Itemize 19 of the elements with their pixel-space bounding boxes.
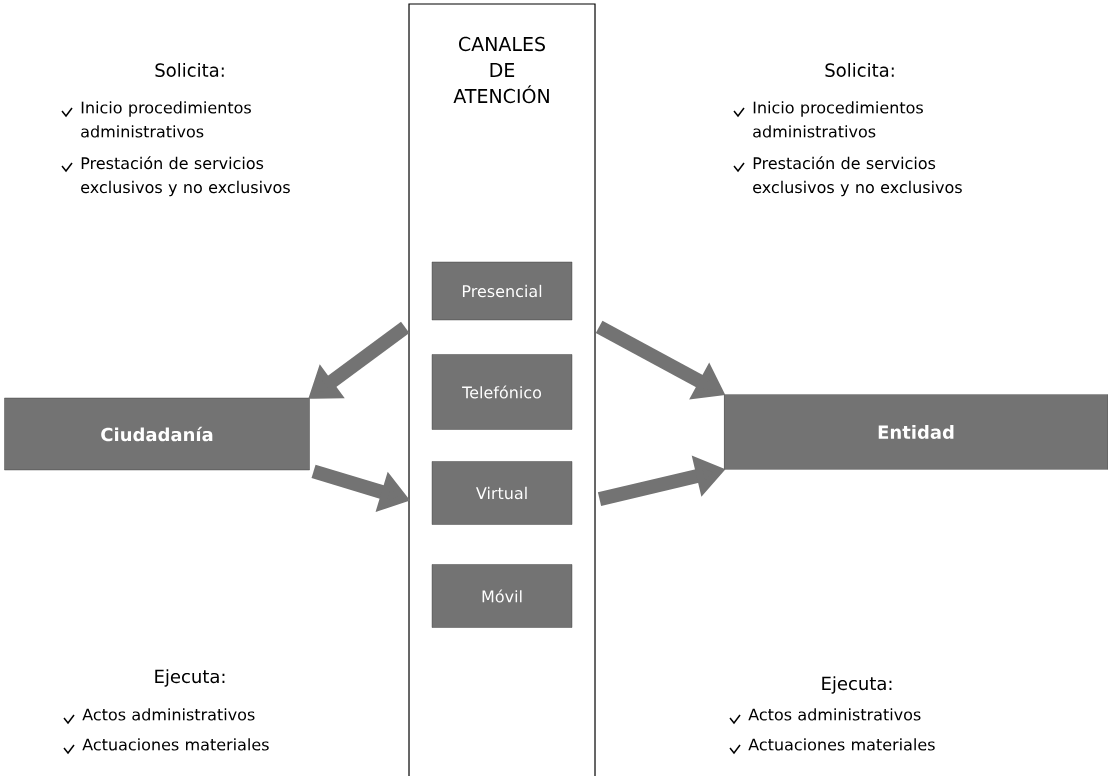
column-heading: CANALES DE ATENCIÓN (453, 36, 549, 104)
actor-box: Ciudadanía (4, 397, 310, 471)
list-item: Actos administrativos (748, 708, 921, 721)
section-heading: Solicita: (825, 63, 894, 77)
list-item: Inicio procedimientos administrativos (81, 101, 251, 138)
list-item: Prestación de servicios exclusivos y no exclusivos (81, 156, 290, 197)
section-heading: Ejecuta: (822, 676, 892, 694)
channel-box: Presencial (431, 261, 573, 321)
list-item: Inicio procedimientos administrativos (753, 101, 923, 138)
list-item: Prestación de servicios exclusivos y no exclusivos (753, 156, 962, 197)
section-heading: Ejecuta: (155, 669, 225, 687)
channel-box: Virtual (431, 461, 573, 525)
list-item: Actos administrativos (82, 708, 255, 721)
list-item: Actuaciones materiales (748, 738, 935, 751)
list-item: Actuaciones materiales (82, 738, 269, 751)
section-heading: Solicita: (155, 63, 224, 77)
channel-box: Telefónico (431, 354, 573, 430)
channel-box: Móvil (431, 564, 573, 628)
actor-box: Entidad (723, 394, 1108, 470)
